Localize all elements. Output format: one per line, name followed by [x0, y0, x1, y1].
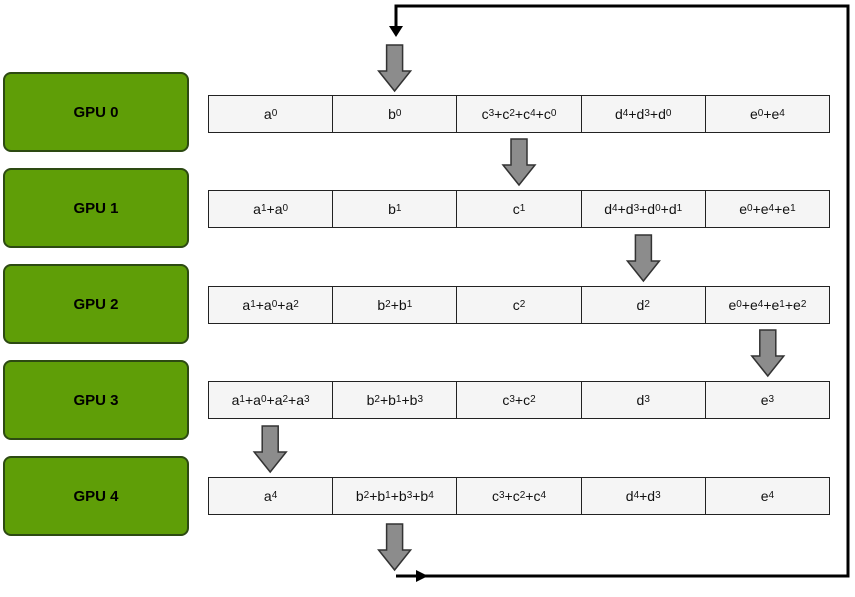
ring-loop-head-top [389, 26, 403, 37]
gpu-0-box: GPU 0 [3, 72, 189, 152]
transfer-arrow-5 [377, 523, 413, 572]
gpu-4-box: GPU 4 [3, 456, 189, 536]
transfer-arrow-2 [625, 234, 661, 283]
transfer-arrow-4 [252, 425, 288, 474]
gpu-4-label: GPU 4 [73, 487, 119, 505]
gpu-1-label: GPU 1 [73, 199, 119, 217]
gpu-2-box: GPU 2 [3, 264, 189, 344]
gpu-1-box: GPU 1 [3, 168, 189, 248]
ring-loop-head-bottom [416, 570, 428, 582]
transfer-arrow-3 [750, 329, 786, 378]
transfer-arrow-1 [501, 138, 537, 187]
transfer-arrow-0 [377, 44, 413, 93]
gpu-3-label: GPU 3 [73, 391, 119, 409]
gpu-3-box: GPU 3 [3, 360, 189, 440]
gpu-0-label: GPU 0 [73, 103, 119, 121]
gpu-2-label: GPU 2 [73, 295, 119, 313]
